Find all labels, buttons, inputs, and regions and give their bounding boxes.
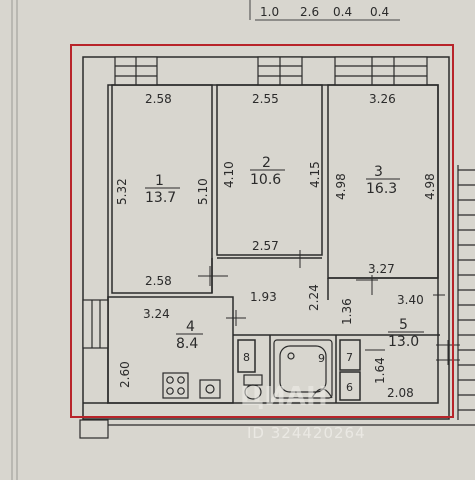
room3-number: 3 bbox=[374, 164, 383, 180]
room7-number: 7 bbox=[346, 351, 353, 364]
room3-area: 16.3 bbox=[366, 181, 397, 197]
room1-number: 1 bbox=[155, 173, 164, 189]
window bbox=[257, 56, 303, 86]
hall-width-dim: 1.93 bbox=[250, 290, 277, 304]
toilet bbox=[243, 374, 263, 400]
room4-number: 4 bbox=[186, 319, 195, 335]
room1-bottom-dim: 2.58 bbox=[145, 274, 172, 288]
room5-top-dim: 3.40 bbox=[397, 293, 424, 307]
room2-bottom-dim: 2.57 bbox=[252, 239, 279, 253]
room2-area: 10.6 bbox=[250, 172, 281, 188]
room5-right-dim: 1.64 bbox=[373, 357, 387, 384]
room5-area: 13.0 bbox=[388, 334, 419, 350]
apartment-outline bbox=[70, 44, 454, 418]
watermark-logo: ЦИАН bbox=[240, 382, 328, 412]
room1-top-dim: 2.58 bbox=[145, 92, 172, 106]
top-dim-4: 0.4 bbox=[370, 5, 389, 19]
room2-number: 2 bbox=[262, 155, 271, 171]
left-window bbox=[82, 299, 109, 349]
window bbox=[334, 56, 428, 86]
room1-area: 13.7 bbox=[145, 190, 176, 206]
room5-bottom-dim: 2.08 bbox=[387, 386, 414, 400]
top-dim-1: 1.0 bbox=[260, 5, 279, 19]
dimension-labels: 2.58 2.55 3.26 5.32 5.10 4.10 4.15 4.98 … bbox=[115, 92, 437, 400]
room1-left-dim: 5.32 bbox=[115, 178, 129, 205]
top-dim-3: 0.4 bbox=[333, 5, 352, 19]
bottom-wall-stub bbox=[79, 419, 475, 439]
room2-left-dim: 4.10 bbox=[222, 161, 236, 188]
watermark-id: ID 324420264 bbox=[247, 424, 366, 442]
room9-number: 9 bbox=[318, 352, 325, 365]
watermark: ЦИАН ID 324420264 bbox=[240, 382, 366, 442]
room4-top-dim: 3.24 bbox=[143, 307, 170, 321]
room1-right-dim: 5.10 bbox=[196, 178, 210, 205]
left-margin-lines bbox=[11, 0, 18, 480]
top-dimension-strip: 1.0 2.6 0.4 0.4 bbox=[249, 0, 400, 21]
room5-number: 5 bbox=[399, 317, 408, 333]
sink bbox=[199, 379, 221, 399]
hall-height-dim: 2.24 bbox=[307, 284, 321, 311]
small-room-labels: 8 9 7 6 bbox=[243, 351, 353, 394]
room3-right-dim: 4.98 bbox=[423, 173, 437, 200]
stairs bbox=[457, 165, 475, 420]
window bbox=[114, 56, 158, 86]
room3-left-dim: 4.98 bbox=[334, 173, 348, 200]
room2-right-dim: 4.15 bbox=[308, 161, 322, 188]
room3-bottom-dim: 3.27 bbox=[368, 262, 395, 276]
outer-walls bbox=[82, 56, 450, 420]
washbasin bbox=[311, 388, 333, 399]
stove bbox=[162, 372, 189, 399]
room8-number: 8 bbox=[243, 351, 250, 364]
bathtub bbox=[273, 339, 333, 399]
top-windows bbox=[114, 56, 428, 86]
interior-walls bbox=[107, 84, 440, 404]
room4-area: 8.4 bbox=[176, 336, 198, 352]
top-dim-2: 2.6 bbox=[300, 5, 319, 19]
room-labels: 1 13.7 2 10.6 3 16.3 4 8.4 5 13.0 bbox=[145, 155, 424, 352]
room6-number: 6 bbox=[346, 381, 353, 394]
room3-top-dim: 3.26 bbox=[369, 92, 396, 106]
room4-left-dim: 2.60 bbox=[118, 361, 132, 388]
room2-top-dim: 2.55 bbox=[252, 92, 279, 106]
room5-left-dim: 1.36 bbox=[340, 298, 354, 325]
door-marks bbox=[198, 250, 460, 365]
